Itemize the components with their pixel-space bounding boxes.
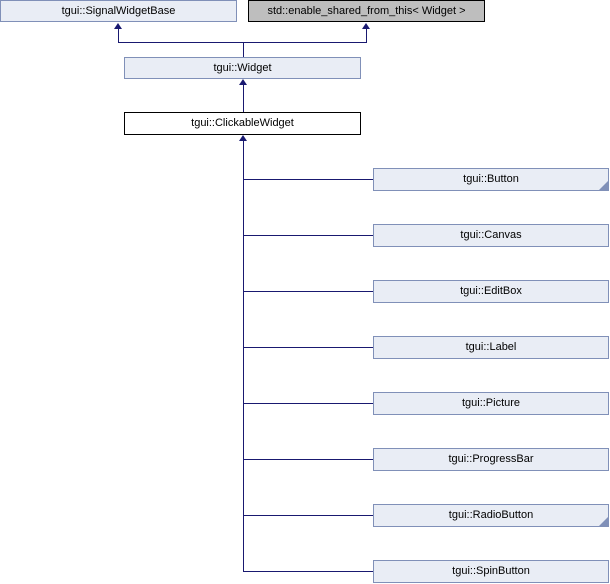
node-button[interactable]: tgui::Button [373,168,609,191]
inheritance-edge-spine [243,141,244,572]
node-label: tgui::SignalWidgetBase [61,5,176,17]
node-label: tgui::SpinButton [452,565,530,577]
inheritance-edge [118,42,367,43]
node-label: tgui::EditBox [460,285,522,297]
node-signal-widget-base[interactable]: tgui::SignalWidgetBase [0,0,237,22]
inheritance-edge [243,179,373,180]
node-radiobutton[interactable]: tgui::RadioButton [373,504,609,527]
node-enable-shared-from-this[interactable]: std::enable_shared_from_this< Widget > [248,0,485,22]
arrowhead-up-icon [362,23,370,29]
arrowhead-up-icon [239,79,247,85]
node-label-class[interactable]: tgui::Label [373,336,609,359]
inheritance-edge [243,43,244,57]
folded-corner-icon [599,517,608,526]
node-editbox[interactable]: tgui::EditBox [373,280,609,303]
inheritance-edge [118,29,119,42]
node-progressbar[interactable]: tgui::ProgressBar [373,448,609,471]
node-label: tgui::ProgressBar [448,453,534,465]
node-label: tgui::Label [465,341,517,353]
node-label: tgui::Picture [461,397,521,409]
node-label: tgui::ClickableWidget [191,117,294,129]
inheritance-edge [243,571,373,572]
inheritance-edge [243,403,373,404]
inheritance-edge [243,515,373,516]
folded-corner-icon [599,181,608,190]
node-clickable-widget: tgui::ClickableWidget [124,112,361,135]
node-canvas[interactable]: tgui::Canvas [373,224,609,247]
arrowhead-up-icon [114,23,122,29]
node-label: tgui::Widget [213,62,272,74]
node-picture[interactable]: tgui::Picture [373,392,609,415]
inheritance-edge [243,235,373,236]
node-spinbutton[interactable]: tgui::SpinButton [373,560,609,583]
node-label: tgui::Canvas [460,229,522,241]
inheritance-edge [366,29,367,42]
node-widget[interactable]: tgui::Widget [124,57,361,79]
inheritance-edge [243,291,373,292]
arrowhead-up-icon [239,135,247,141]
node-label: tgui::Button [463,173,519,185]
node-label: tgui::RadioButton [448,509,534,521]
inheritance-edge [243,85,244,112]
node-label: std::enable_shared_from_this< Widget > [267,5,466,17]
inheritance-edge [243,459,373,460]
inheritance-edge [243,347,373,348]
